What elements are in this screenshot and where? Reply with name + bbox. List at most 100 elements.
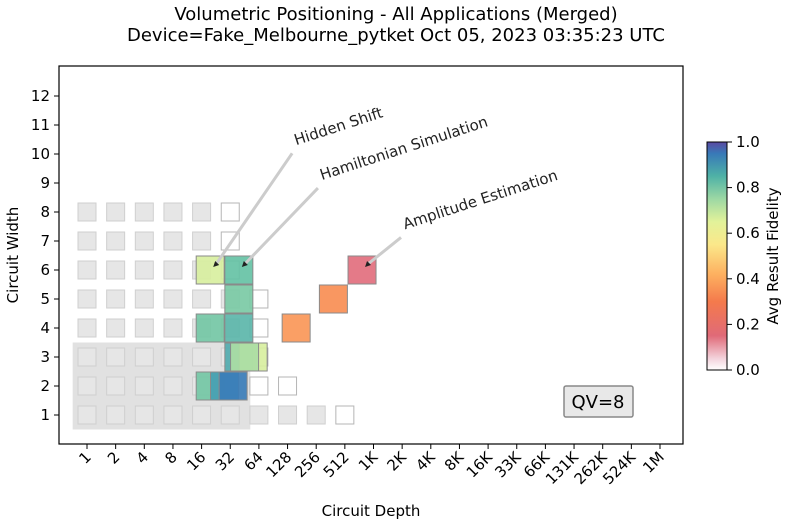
x-tick-label: 2K: [384, 447, 411, 474]
colorbar-ticks: 0.00.20.40.60.81.0: [727, 133, 760, 379]
background-cell: [163, 318, 183, 338]
qv-box: [563, 385, 634, 418]
fidelity-cell: [218, 371, 248, 401]
fidelity-cell: [224, 313, 254, 343]
x-tick-label: 256: [291, 448, 324, 481]
qv-label: QV=8: [571, 392, 624, 413]
background-cell: [192, 289, 212, 309]
y-tick-label: 8: [40, 203, 50, 221]
fidelity-cell: [195, 313, 225, 343]
background-cell: [106, 318, 126, 338]
x-tick-label: 524K: [599, 447, 640, 488]
x-tick-label: 2: [104, 448, 123, 467]
x-tick-label: 128: [262, 448, 295, 481]
y-tick-label: 10: [31, 145, 50, 163]
colorbar-tick-label: 0.6: [736, 224, 760, 242]
background-cell: [220, 405, 240, 425]
fidelity-cell: [224, 284, 254, 314]
background-cell: [106, 202, 126, 222]
background-cell: [134, 231, 154, 251]
background-cell: [192, 347, 212, 367]
y-tick-label: 5: [40, 290, 50, 308]
x-tick-label: 1: [75, 448, 94, 467]
colorbar-tick-label: 0.0: [736, 361, 760, 379]
background-cell-open: [278, 376, 298, 396]
y-tick-label: 11: [31, 116, 50, 134]
x-tick-label: 33K: [491, 447, 525, 481]
fidelity-cell: [230, 342, 260, 372]
chart-title-line-1: Volumetric Positioning - All Application…: [174, 4, 617, 25]
x-tick-label: 16K: [463, 447, 497, 481]
colorbar-label: Avg Result Fidelity: [764, 187, 782, 324]
fidelity-cell: [195, 255, 225, 285]
fidelity-cell: [224, 255, 254, 285]
y-tick-label: 6: [40, 261, 50, 279]
x-tick-label: 64: [240, 448, 266, 474]
colorbar-tick-label: 0.4: [736, 270, 760, 288]
annotation-arrow-icon: [365, 261, 372, 267]
background-cell: [77, 318, 97, 338]
x-tick-label: 1K: [355, 447, 382, 474]
background-cell: [106, 260, 126, 280]
background-cell: [192, 202, 212, 222]
colorbar-tick-label: 1.0: [736, 133, 760, 151]
y-tick-label: 2: [40, 377, 50, 395]
y-tick-label: 1: [40, 406, 50, 424]
plot-frame: [58, 65, 684, 445]
y-tick-label: 12: [31, 87, 50, 105]
background-cell: [163, 260, 183, 280]
y-axis-label: Circuit Width: [4, 207, 22, 304]
chart-title-line-2: Device=Fake_Melbourne_pytket Oct 05, 202…: [127, 25, 665, 46]
background-cell: [192, 231, 212, 251]
background-cell: [134, 289, 154, 309]
y-tick-label: 3: [40, 348, 50, 366]
annotation-line: [367, 236, 402, 266]
annotation-line: [243, 187, 320, 266]
background-cell: [134, 260, 154, 280]
background-cell: [106, 405, 126, 425]
colorbar-gradient: [706, 141, 728, 371]
background-cell: [163, 289, 183, 309]
x-tick-label: 1M: [639, 448, 668, 477]
background-cell: [77, 376, 97, 396]
background-cell: [134, 202, 154, 222]
background-cell: [77, 289, 97, 309]
colorbar-tick-label: 0.2: [736, 315, 760, 333]
background-cell: [106, 347, 126, 367]
background-cell: [278, 405, 298, 425]
x-axis-label: Circuit Depth: [322, 502, 421, 520]
background-cell: [134, 376, 154, 396]
background-cell-open: [335, 405, 355, 425]
background-cell: [134, 405, 154, 425]
y-tick-label: 4: [40, 319, 50, 337]
fidelity-cell: [318, 284, 348, 314]
background-cell: [249, 405, 269, 425]
background-cell: [77, 202, 97, 222]
background-cell-open: [249, 376, 269, 396]
x-tick-label: 32: [212, 448, 238, 474]
x-tick-label: 512: [320, 448, 353, 481]
qv-badge: QV=8: [563, 385, 634, 418]
background-cell: [134, 318, 154, 338]
background-cell: [134, 347, 154, 367]
y-tick-label: 9: [40, 174, 50, 192]
fidelity-cell: [281, 313, 311, 343]
background-cell-open: [220, 202, 240, 222]
background-cell: [163, 405, 183, 425]
background-cell: [106, 231, 126, 251]
background-cell: [77, 405, 97, 425]
y-tick-label: 7: [40, 232, 50, 250]
background-cell: [306, 405, 326, 425]
annotation-line: [214, 152, 294, 265]
x-tick-label: 8: [161, 448, 180, 467]
annotation-arrow-icon: [213, 261, 220, 267]
background-cell: [163, 202, 183, 222]
x-tick-label: 4K: [412, 447, 439, 474]
colorbar: 0.00.20.40.60.81.0 Avg Result Fidelity: [706, 133, 782, 379]
background-cell: [163, 376, 183, 396]
background-cell: [77, 347, 97, 367]
background-cell: [106, 289, 126, 309]
background-cell: [106, 376, 126, 396]
